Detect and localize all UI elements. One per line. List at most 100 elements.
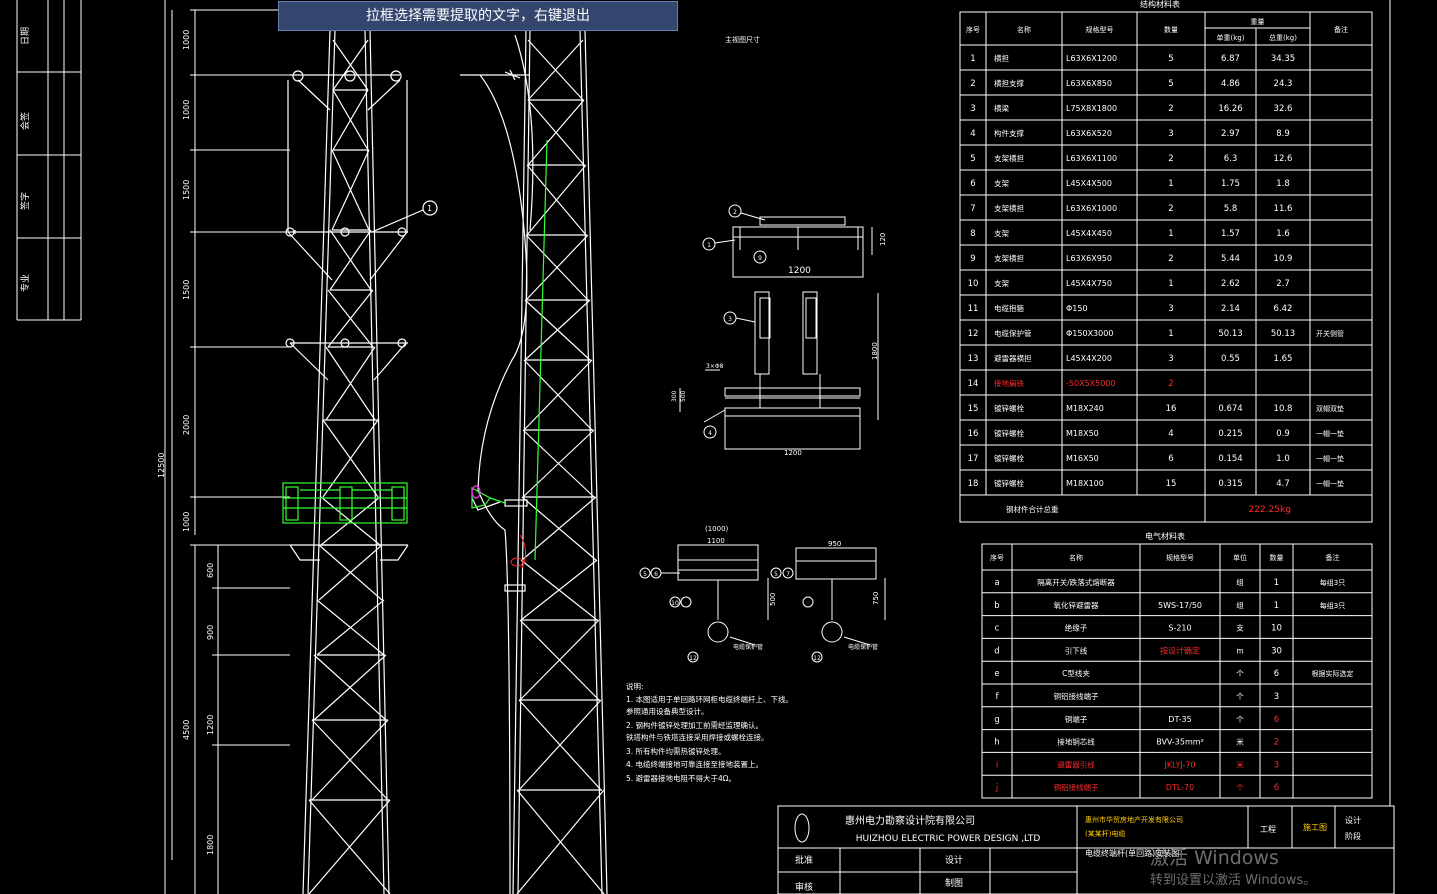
selection-hint-banner: 拉框选择需要提取的文字，右键退出 <box>278 1 678 31</box>
steel-cell-unitw: 5.8 <box>1224 204 1238 214</box>
elec-hdr-unit: 单位 <box>1233 553 1247 562</box>
steel-table-title: 结构材料表 <box>1140 0 1180 9</box>
dim-seg-5: 2000 <box>182 415 191 435</box>
steel-cell-totalw: 1.8 <box>1276 179 1290 189</box>
steel-cell-spec: -50X5X5000 <box>1066 379 1115 388</box>
steel-cell-no: 5 <box>970 154 975 164</box>
elec-cell-name: 铜铝接线端子 <box>1054 782 1099 792</box>
steel-cell-totalw: 10.9 <box>1274 254 1293 264</box>
notes-title: 说明: <box>626 681 644 691</box>
steel-cell-unitw: 2.14 <box>1221 304 1240 314</box>
elec-cell-name: 隔离开关/跌落式熔断器 <box>1037 577 1115 587</box>
steel-cell-qty: 1 <box>1168 329 1173 339</box>
detail-balloon-label: 5 <box>774 571 778 578</box>
balloon-1 <box>422 200 438 216</box>
elec-cell-no: j <box>995 783 998 793</box>
detail-balloon-label: 2 <box>733 209 737 216</box>
steel-hdr-spec: 规格型号 <box>1086 25 1114 34</box>
strip-date: 日期 <box>20 27 31 45</box>
note-4: 4. 电缆终端接地可靠连接至接地装置上。 <box>626 759 763 769</box>
tower-equipment-frame <box>282 482 408 524</box>
steel-cell-spec: Φ150X3000 <box>1066 329 1113 338</box>
steel-cell-totalw: 32.6 <box>1274 104 1293 114</box>
elec-cell-qty: 6 <box>1274 783 1279 793</box>
steel-cell-spec: L45X4X450 <box>1066 229 1112 238</box>
steel-cell-unitw: 1.75 <box>1221 179 1240 189</box>
elec-cell-unit: 组 <box>1236 600 1244 610</box>
steel-cell-totalw: 10.8 <box>1274 404 1293 414</box>
steel-cell-qty: 2 <box>1168 254 1173 264</box>
elec-hdr-remark: 备注 <box>1326 553 1340 562</box>
steel-cell-totalw: 11.6 <box>1274 204 1293 214</box>
windows-activation-watermark: 激活 Windows <box>1150 847 1279 869</box>
steel-cell-remark: 一帽一垫 <box>1316 429 1344 438</box>
elec-table-frame <box>981 543 1373 799</box>
notes: 说明: 1. 本图适用于单回路环网柜电缆终端杆上、下线。 参照通用设备典型设计。… <box>626 681 793 783</box>
steel-cell-no: 12 <box>968 329 979 339</box>
steel-cell-qty: 15 <box>1166 479 1177 489</box>
dim-seg-9: 1200 <box>206 715 215 735</box>
steel-cell-name: 横梁 <box>994 103 1009 113</box>
steel-cell-name: 镀锌螺栓 <box>994 428 1024 438</box>
elec-hdr-qty: 数量 <box>1270 553 1284 562</box>
strip-signature: 签字 <box>19 192 31 210</box>
elec-cell-no: f <box>996 692 1000 702</box>
steel-total-label: 钢材件合计总重 <box>1006 504 1059 514</box>
steel-cell-no: 9 <box>970 254 975 264</box>
detail-3-note: 电缆保护管 <box>733 643 763 651</box>
steel-cell-name: 支架横担 <box>994 153 1024 163</box>
steel-cell-name: 镀锌螺栓 <box>994 478 1024 488</box>
steel-cell-spec: M18X100 <box>1066 479 1104 488</box>
elec-cell-qty: 10 <box>1271 624 1282 634</box>
note-5: 5. 避雷器接地电阻不得大于4Ω。 <box>626 773 736 783</box>
elec-table-title: 电气材料表 <box>1145 531 1185 541</box>
dim-seg-8: 900 <box>206 625 215 640</box>
detail-balloon-label: 1 <box>707 242 711 249</box>
note-2b: 铁塔构件与铁塔连接采用焊接或螺栓连接。 <box>626 732 769 742</box>
elec-cell-spec: S-210 <box>1168 624 1191 633</box>
elec-cell-no: h <box>994 738 999 748</box>
elec-cell-spec: 5WS-17/50 <box>1158 601 1202 610</box>
steel-cell-name: 避雷器横担 <box>994 353 1032 363</box>
steel-cell-qty: 2 <box>1168 204 1173 214</box>
steel-cell-unitw: 0.215 <box>1218 429 1242 439</box>
elec-table-grid <box>981 543 1373 799</box>
steel-cell-spec: L45X4X500 <box>1066 179 1112 188</box>
strip-discipline: 专业 <box>19 274 31 292</box>
detail-1-height: 120 <box>879 233 887 246</box>
elec-cell-no: i <box>996 760 998 770</box>
elec-cell-unit: 个 <box>1236 783 1244 792</box>
steel-cell-totalw: 0.9 <box>1276 429 1290 439</box>
steel-cell-remark: 开关侧管 <box>1316 329 1344 338</box>
dim-overall: 12500 <box>157 453 166 478</box>
steel-cell-unitw: 0.154 <box>1218 454 1242 464</box>
side-cable-green <box>534 139 548 561</box>
detail-4 <box>770 547 886 663</box>
steel-hdr-qty: 数量 <box>1164 25 1178 34</box>
steel-cell-spec: L63X6X850 <box>1066 79 1112 88</box>
steel-cell-spec: Φ150 <box>1066 304 1088 313</box>
steel-cell-qty: 1 <box>1168 279 1173 289</box>
design-cell: 设计 <box>945 854 963 866</box>
steel-cell-totalw: 34.35 <box>1271 54 1295 64</box>
steel-cell-qty: 2 <box>1168 154 1173 164</box>
steel-hdr-totalw: 总重(kg) <box>1269 33 1297 42</box>
detail-2-width: 1200 <box>784 449 802 457</box>
note-1: 1. 本图适用于单回路环网柜电缆终端杆上、下线。 <box>626 694 793 704</box>
detail-2-small: 3×Φ8 <box>706 363 724 370</box>
balloon-1-label: 1 <box>427 204 432 213</box>
elec-cell-remark: 每组3只 <box>1320 578 1345 587</box>
elec-cell-name: 氧化锌避雷器 <box>1054 600 1099 610</box>
elec-cell-name: C型线夹 <box>1062 668 1090 678</box>
steel-cell-name: 支架 <box>994 228 1009 238</box>
elec-cell-spec: 按设计确定 <box>1160 645 1200 655</box>
steel-cell-qty: 4 <box>1168 429 1173 439</box>
detail-1 <box>702 204 873 278</box>
detail-balloon-label: 3 <box>728 316 732 323</box>
dim-lower-total: 4500 <box>182 720 191 740</box>
steel-cell-no: 4 <box>970 129 975 139</box>
steel-cell-no: 8 <box>970 229 975 239</box>
detail-4-note: 电缆保护管 <box>848 643 878 651</box>
steel-cell-totalw: 6.42 <box>1274 304 1293 314</box>
elec-cell-spec: JKLYJ-70 <box>1163 760 1195 769</box>
